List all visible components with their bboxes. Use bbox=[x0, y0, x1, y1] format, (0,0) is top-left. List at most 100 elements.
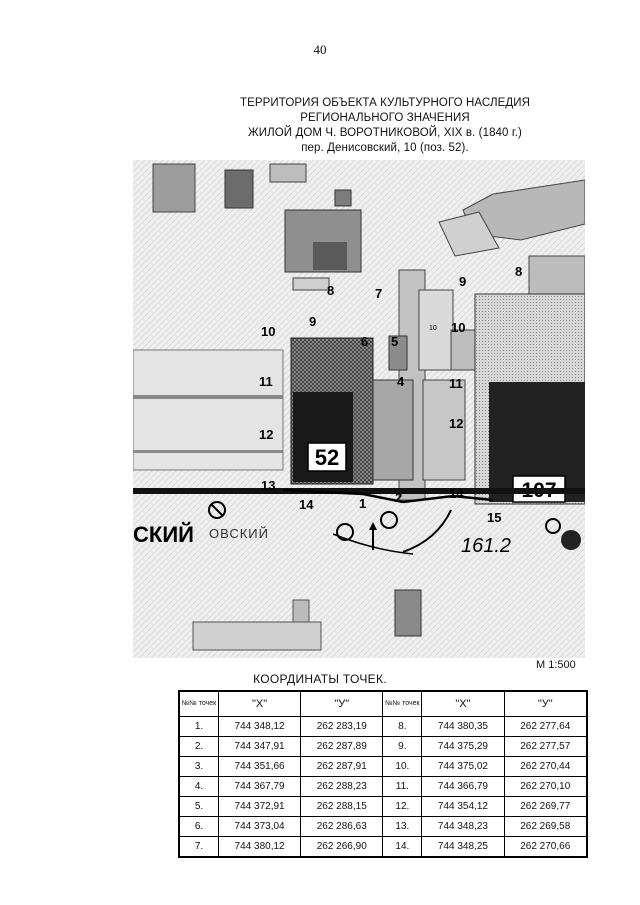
x-value: 744 373,04 bbox=[217, 816, 302, 837]
x-value: 744 366,79 bbox=[421, 776, 505, 797]
building bbox=[422, 379, 466, 481]
no-entry-icon bbox=[208, 501, 226, 519]
street-name-overlay: ОВСКИЙ bbox=[209, 526, 269, 541]
building bbox=[450, 329, 478, 371]
point-no: 3. bbox=[178, 756, 219, 777]
x-value: 744 351,66 bbox=[217, 756, 302, 777]
table-header-row: №№ точек "X" "У" №№ точек "X" "У" bbox=[178, 690, 588, 717]
point-label: 13 bbox=[261, 478, 275, 493]
x-value: 744 375,29 bbox=[421, 736, 505, 757]
point-label: 14 bbox=[449, 486, 464, 501]
street-name: СКИЙ bbox=[133, 522, 194, 547]
building bbox=[394, 589, 422, 637]
no-entry-icon bbox=[336, 523, 354, 541]
coordinates-title: КООРДИНАТЫ ТОЧЕК. bbox=[253, 672, 387, 686]
elevation-label: 161.2 bbox=[461, 535, 511, 557]
x-value: 744 375,02 bbox=[421, 756, 505, 777]
building bbox=[372, 379, 414, 481]
y-value: 262 286,63 bbox=[300, 816, 384, 837]
y-value: 262 287,89 bbox=[300, 736, 384, 757]
y-value: 262 288,23 bbox=[300, 776, 384, 797]
document-title: ТЕРРИТОРИЯ ОБЪЕКТА КУЛЬТУРНОГО НАСЛЕДИЯ … bbox=[200, 96, 570, 156]
point-label: 2 bbox=[395, 490, 402, 505]
point-no: 10. bbox=[382, 756, 423, 777]
point-label: 1 bbox=[359, 496, 366, 511]
point-no: 12. bbox=[382, 796, 423, 817]
title-line-2: РЕГИОНАЛЬНОГО ЗНАЧЕНИЯ bbox=[300, 112, 470, 124]
point-label: 10 bbox=[451, 320, 465, 335]
y-value: 262 269,77 bbox=[503, 796, 588, 817]
y-value: 262 270,44 bbox=[503, 756, 588, 777]
header-y-2: "У" bbox=[503, 690, 588, 717]
arc-line bbox=[402, 509, 452, 553]
header-x-2: "X" bbox=[421, 690, 505, 717]
point-no: 1. bbox=[178, 716, 219, 737]
point-label: 4 bbox=[397, 374, 405, 389]
point-label: 9 bbox=[459, 274, 466, 289]
building-52-label-box bbox=[307, 442, 347, 472]
point-no: 8. bbox=[382, 716, 423, 737]
y-value: 262 277,64 bbox=[503, 716, 588, 737]
point-label: 15 bbox=[487, 510, 501, 525]
point-label: 12 bbox=[449, 416, 463, 431]
y-value: 262 270,10 bbox=[503, 776, 588, 797]
cadastral-map: 52 107 СКИЙ ОВСКИЙ 161.2 bbox=[133, 160, 585, 658]
x-value: 744 380,12 bbox=[217, 836, 302, 858]
point-label: 8 bbox=[515, 264, 522, 279]
building bbox=[438, 211, 500, 257]
building bbox=[388, 335, 408, 371]
building bbox=[292, 599, 310, 623]
tree-icon bbox=[561, 530, 581, 550]
scale-label: М 1:500 bbox=[536, 659, 576, 671]
point-label: 5 bbox=[391, 334, 398, 349]
point-no: 7. bbox=[178, 836, 219, 858]
point-no: 5. bbox=[178, 796, 219, 817]
point-no: 9. bbox=[382, 736, 423, 757]
header-x: "X" bbox=[217, 690, 302, 717]
point-no: 4. bbox=[178, 776, 219, 797]
building bbox=[313, 242, 347, 270]
point-no: 14. bbox=[382, 836, 423, 858]
point-no: 11. bbox=[382, 776, 423, 797]
no-entry-icon bbox=[380, 511, 398, 529]
point-no: 6. bbox=[178, 816, 219, 837]
x-value: 744 347,91 bbox=[217, 736, 302, 757]
building bbox=[192, 621, 322, 651]
building bbox=[224, 169, 254, 209]
x-value: 744 367,79 bbox=[217, 776, 302, 797]
title-line-4: пер. Денисовский, 10 (поз. 52). bbox=[301, 142, 469, 154]
building bbox=[334, 189, 352, 207]
point-label: 10 bbox=[429, 325, 437, 332]
y-value: 262 277,57 bbox=[503, 736, 588, 757]
territory-boundary bbox=[282, 488, 494, 504]
header-point-no-2: №№ точек bbox=[382, 690, 423, 717]
point-label: 14 bbox=[299, 497, 314, 512]
y-value: 262 287,91 bbox=[300, 756, 384, 777]
point-label: 11 bbox=[449, 376, 463, 391]
street-boundary bbox=[133, 488, 585, 494]
building bbox=[528, 255, 585, 297]
point-label: 12 bbox=[259, 427, 273, 442]
header-point-no: №№ точек bbox=[178, 690, 219, 717]
header-y: "У" bbox=[300, 690, 384, 717]
coordinates-table: №№ точек "X" "У" №№ точек "X" "У" 1.744 … bbox=[178, 690, 588, 858]
x-value: 744 348,23 bbox=[421, 816, 505, 837]
point-label: 11 bbox=[259, 374, 273, 389]
point-no: 13. bbox=[382, 816, 423, 837]
x-value: 744 380,35 bbox=[421, 716, 505, 737]
x-value: 744 348,12 bbox=[217, 716, 302, 737]
title-line-3: ЖИЛОЙ ДОМ Ч. ВОРОТНИКОВОЙ, XIX в. (1840 … bbox=[248, 127, 522, 139]
point-label: 10 bbox=[261, 324, 275, 339]
building bbox=[152, 163, 196, 213]
y-value: 262 269,58 bbox=[503, 816, 588, 837]
y-value: 262 288,15 bbox=[300, 796, 384, 817]
building bbox=[292, 277, 330, 291]
y-value: 262 266,90 bbox=[300, 836, 384, 858]
